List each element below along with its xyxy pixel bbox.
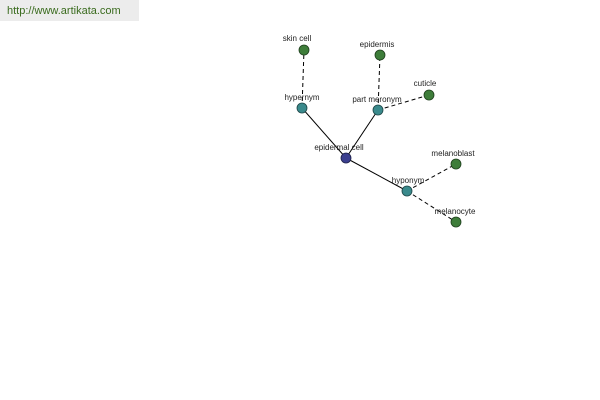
edge-hyponym-melanoblast [406,163,457,192]
label-part-meronym: part meronym [352,95,402,104]
label-melanoblast: melanoblast [431,149,475,158]
edge-part-meronym-cuticle [377,94,430,111]
node-hypernym[interactable] [296,102,308,114]
edge-hypernym-skin-cell [301,49,305,109]
label-hyponym: hyponym [392,176,425,185]
edge-part-meronym-epidermis [377,54,381,111]
edge-center-hypernym [301,107,347,159]
label-epidermis: epidermis [360,40,395,49]
node-melanocyte[interactable] [450,216,462,228]
node-hyponym[interactable] [401,185,413,197]
label-skin-cell: skin cell [283,34,312,43]
label-hypernym: hypernym [284,93,319,102]
source-link[interactable]: http://www.artikata.com [7,5,121,17]
node-part-meronym[interactable] [372,104,384,116]
node-epidermis[interactable] [374,49,386,61]
source-link-bar[interactable]: http://www.artikata.com [0,0,139,21]
label-cuticle: cuticle [414,79,437,88]
edge-center-hyponym [345,157,408,192]
node-skin-cell[interactable] [298,44,310,56]
node-cuticle[interactable] [423,89,435,101]
label-epidermal-cell: epidermal cell [314,143,364,152]
edge-center-part-meronym [345,109,379,159]
node-epidermal-cell[interactable] [340,152,352,164]
node-melanoblast[interactable] [450,158,462,170]
label-melanocyte: melanocyte [435,207,476,216]
edge-hyponym-melanocyte [406,190,457,223]
